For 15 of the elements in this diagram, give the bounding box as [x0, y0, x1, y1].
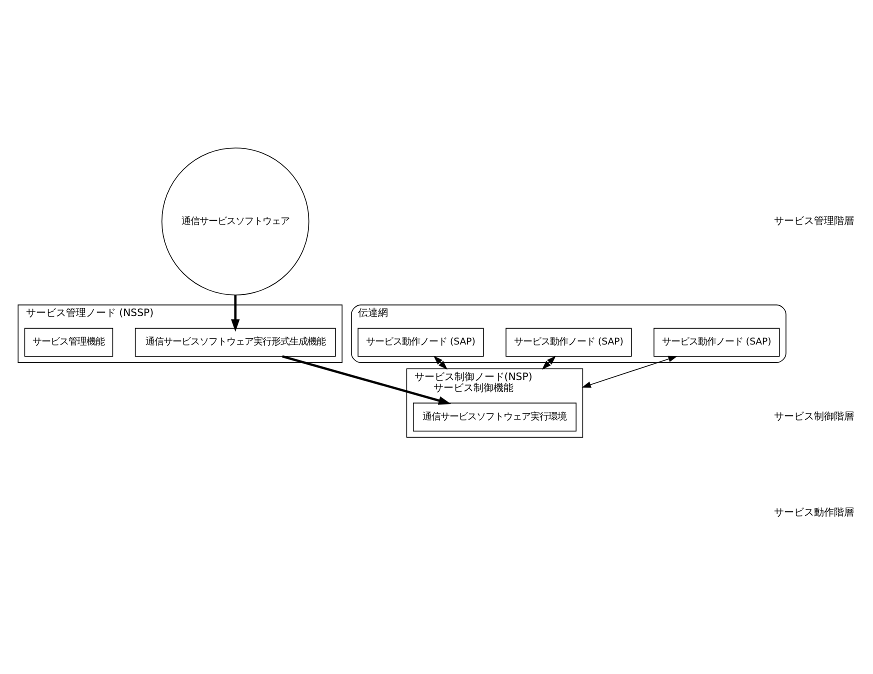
node-box: サービス動作ノード (SAP)	[506, 327, 632, 356]
label: サービス管理階層	[774, 216, 854, 227]
arrow	[433, 355, 448, 370]
node-box: 通信サービスソフトウェア実行環境	[412, 402, 576, 431]
label: サービス動作階層	[774, 507, 854, 518]
arrow	[542, 355, 556, 370]
node-box: 通信サービスソフトウェア実行形式生成機能	[134, 327, 336, 356]
arrow	[231, 294, 240, 332]
arrow	[282, 354, 452, 404]
label: サービス制御階層	[774, 411, 854, 422]
node-box: サービス動作ノード (SAP)	[358, 327, 484, 356]
node-box: サービス動作ノード (SAP)	[654, 327, 780, 356]
node-box: サービス管理機能	[24, 327, 114, 356]
node-circle: 通信サービスソフトウェア	[162, 147, 310, 295]
arrow	[582, 355, 678, 388]
